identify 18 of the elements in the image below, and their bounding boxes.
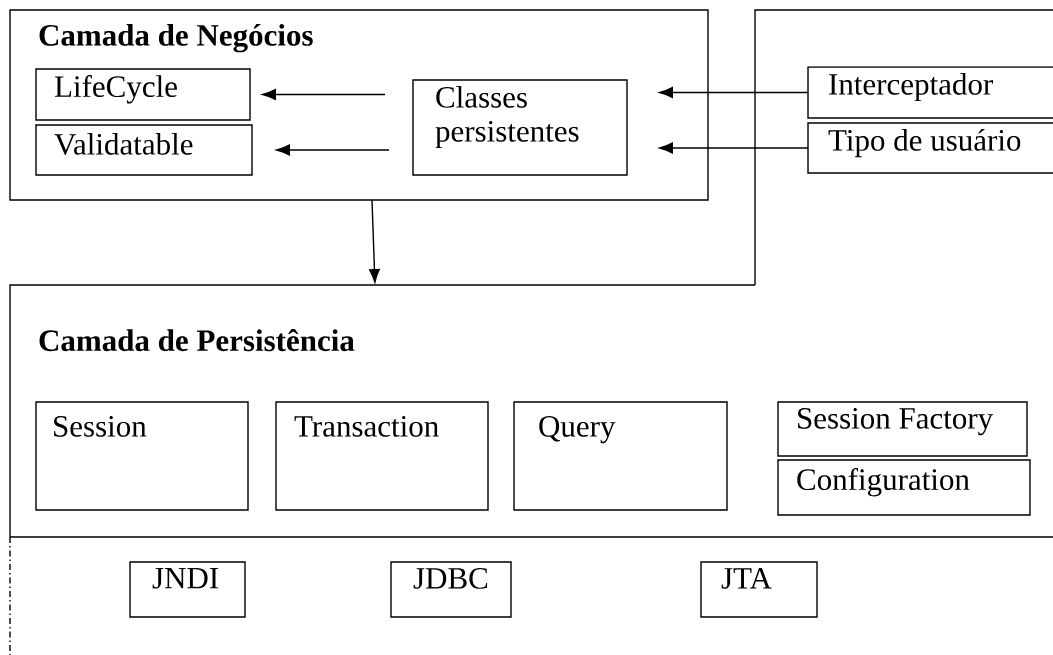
component-box: Session [35,401,249,511]
component-box: Interceptador [807,66,1053,119]
arrow [659,142,809,154]
component-box: Classes persistentes [412,79,628,176]
arrow [659,87,809,98]
component-box: Configuration [777,459,1031,516]
component-box: Transaction [275,401,489,511]
component-box: Query [513,401,728,511]
component-box: Session Factory [777,401,1028,457]
component-box: LifeCycle [35,68,251,121]
arrow [276,144,390,156]
arrow [369,199,380,283]
arrow [262,89,386,100]
component-box: Tipo de usuário [807,122,1053,174]
component-box: JTA [700,561,818,618]
component-box: JDBC [390,561,512,618]
component-box: Validatable [35,124,253,176]
component-box: JNDI [129,561,246,618]
